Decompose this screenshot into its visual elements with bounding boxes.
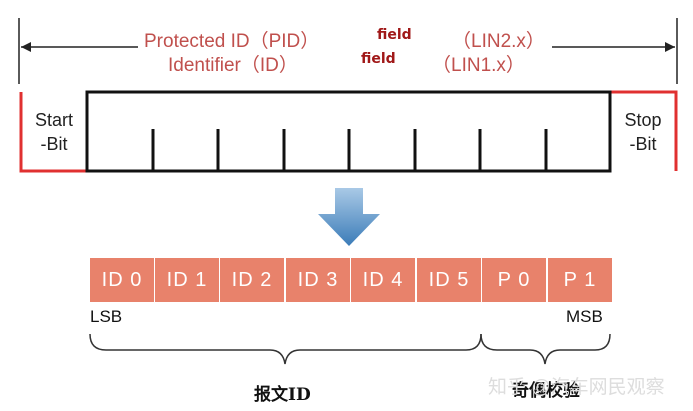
start-bit-border — [19, 92, 87, 173]
bit-cell-p1: P 1 — [548, 258, 612, 302]
id-field-label: field — [361, 51, 396, 67]
start-bit-line2: -Bit — [40, 134, 68, 154]
message-id-brace — [89, 333, 482, 365]
span-arrow-left-icon — [21, 42, 31, 52]
stop-bit-label: Stop -Bit — [612, 108, 674, 156]
pid-field-label: field — [377, 27, 412, 43]
span-arrow-right-icon — [665, 42, 675, 52]
parity-brace — [480, 333, 611, 365]
down-arrow-icon — [318, 188, 380, 246]
pid-label: Protected ID（PID） — [144, 31, 320, 52]
id-label: Identifier（ID） — [168, 55, 298, 76]
bit-cell-id5: ID 5 — [417, 258, 481, 302]
lsb-label: LSB — [90, 307, 123, 326]
pid-version-label: （LIN2.x） — [452, 31, 545, 52]
bit-ticks — [151, 129, 548, 171]
stop-bit-line1: Stop — [624, 110, 662, 130]
bit-cell-id3: ID 3 — [286, 258, 350, 302]
watermark: 知乎 @汽车网民观察 — [488, 377, 665, 398]
bit-cell-id4: ID 4 — [351, 258, 415, 302]
parity-label: 奇偶校验 — [512, 381, 580, 401]
bit-cell-p0: P 0 — [482, 258, 546, 302]
msb-label: MSB — [566, 307, 603, 326]
start-bit-line1: Start — [34, 110, 73, 130]
start-bit-label: Start -Bit — [23, 108, 85, 156]
id-version-label: （LIN1.x） — [432, 55, 525, 76]
stop-bit-border — [610, 90, 678, 171]
bit-cell-id1: ID 1 — [155, 258, 219, 302]
stop-bit-line2: -Bit — [629, 134, 657, 154]
message-id-label: 报文ID — [254, 385, 311, 405]
bit-cell-id0: ID 0 — [90, 258, 154, 302]
bit-cell-id2: ID 2 — [220, 258, 284, 302]
